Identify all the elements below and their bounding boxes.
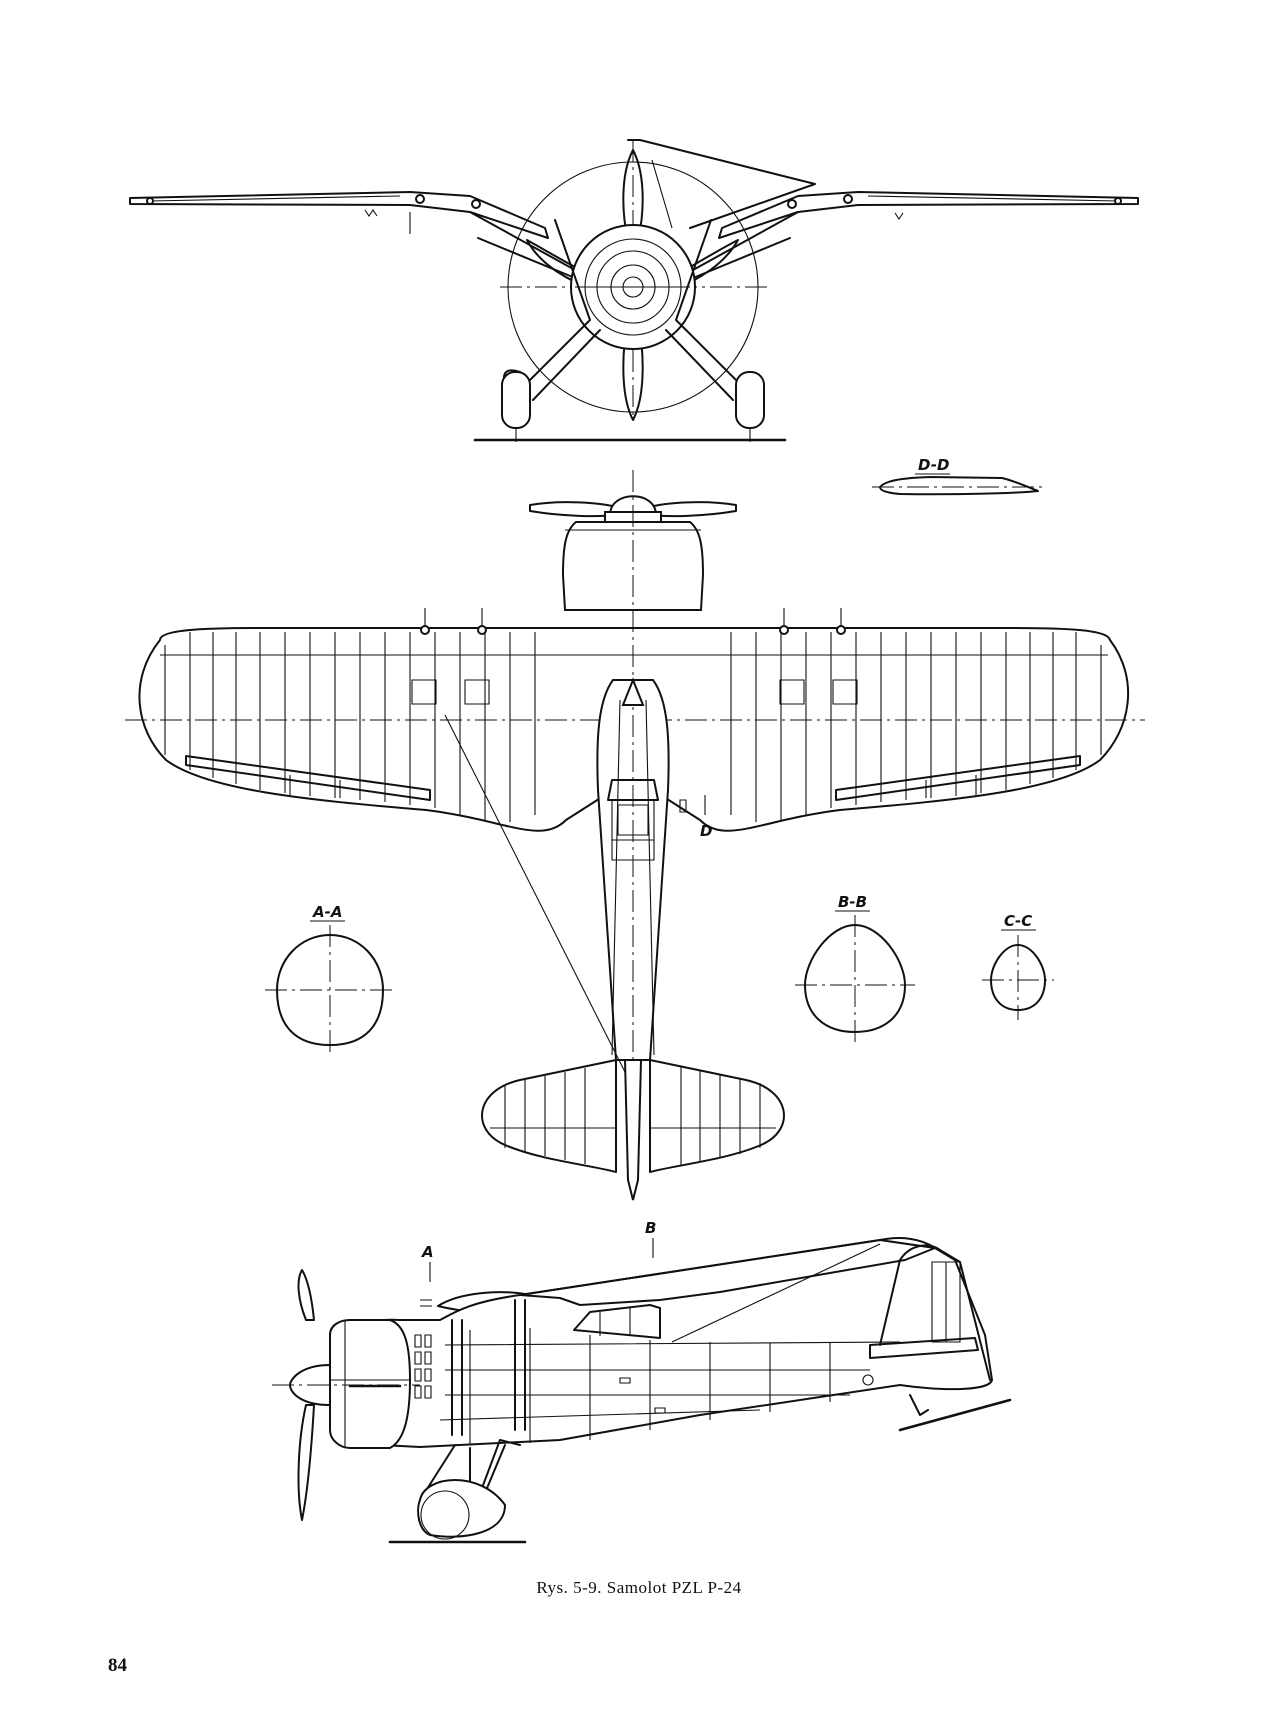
- figure-caption: Rys. 5-9. Samolot PZL P-24: [536, 1578, 742, 1597]
- top-view: D: [125, 470, 1145, 1200]
- section-c-c-label: C-C: [1004, 912, 1032, 930]
- section-b-b: B-B: [795, 893, 915, 1042]
- section-a-a-label: A-A: [312, 903, 342, 921]
- wing-ribs: [165, 632, 1101, 822]
- page-number: 84: [108, 1655, 127, 1676]
- section-a-a: A-A: [265, 903, 395, 1055]
- side-view: A B C: [272, 1219, 1010, 1542]
- front-view: [130, 140, 1138, 442]
- section-mark-d: D: [700, 822, 712, 840]
- section-b-b-label: B-B: [838, 893, 867, 911]
- section-mark-b: B: [645, 1219, 656, 1237]
- section-d-d-label: D-D: [918, 456, 949, 474]
- section-c-c: C-C: [982, 912, 1054, 1020]
- section-d-d: D-D: [872, 456, 1045, 494]
- section-mark-a: A: [421, 1243, 434, 1261]
